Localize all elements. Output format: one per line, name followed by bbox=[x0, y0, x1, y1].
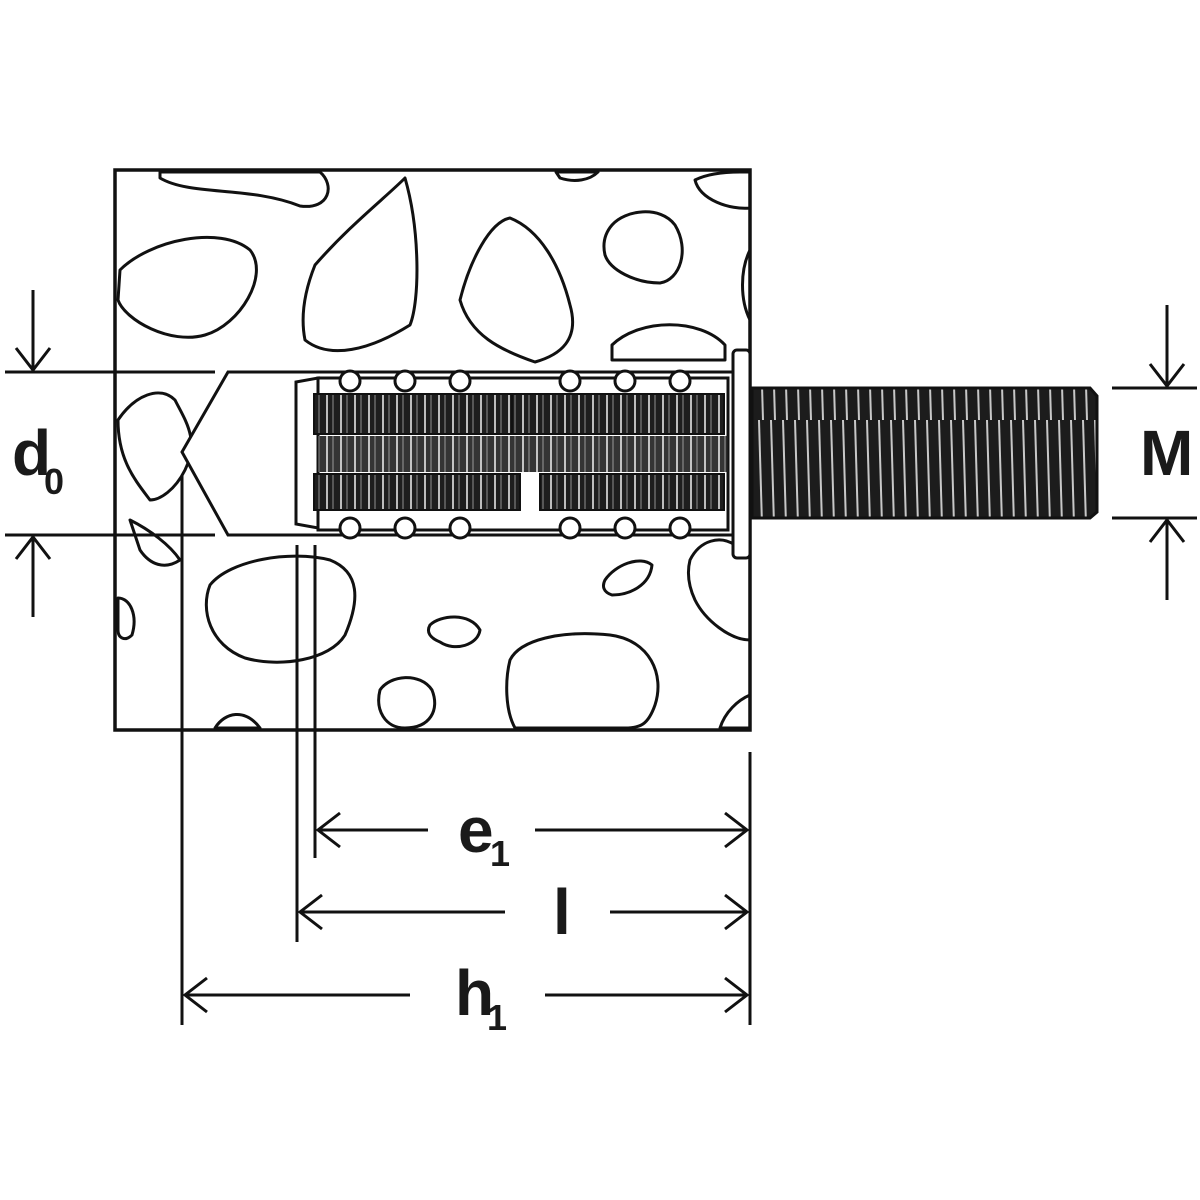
label-e1: e bbox=[458, 794, 494, 866]
anchor-washer bbox=[731, 348, 752, 560]
pebble bbox=[610, 323, 727, 362]
anchor-sleeve bbox=[294, 369, 730, 540]
pebble bbox=[158, 170, 330, 208]
dimension-d0: d 0 bbox=[5, 290, 215, 617]
pebble bbox=[602, 559, 654, 597]
label-M: M bbox=[1140, 417, 1193, 489]
pebble bbox=[377, 676, 437, 730]
pebble bbox=[458, 216, 575, 364]
pebble bbox=[505, 632, 660, 730]
sleeve-teeth-bottom bbox=[338, 516, 692, 540]
pebble bbox=[116, 596, 136, 641]
dimension-M: M bbox=[1112, 305, 1197, 600]
label-d0: d bbox=[12, 417, 51, 489]
label-e1-subscript: 1 bbox=[490, 833, 510, 874]
pebble bbox=[204, 554, 357, 664]
pebble bbox=[213, 713, 262, 730]
pebble bbox=[686, 538, 752, 642]
label-h1-subscript: 1 bbox=[487, 997, 507, 1038]
pebble bbox=[718, 693, 752, 730]
label-d0-subscript: 0 bbox=[44, 461, 64, 502]
dimension-l: l bbox=[297, 876, 750, 948]
dimension-e1: e 1 bbox=[315, 794, 750, 874]
pebble bbox=[116, 235, 258, 339]
pebble bbox=[128, 518, 182, 567]
pebble bbox=[426, 615, 482, 649]
pebble bbox=[116, 391, 193, 502]
concrete-block bbox=[113, 168, 752, 732]
pebble bbox=[301, 176, 419, 353]
pebble bbox=[554, 170, 600, 182]
pebble bbox=[602, 210, 684, 285]
sleeve-teeth-top bbox=[338, 369, 692, 393]
pebble bbox=[693, 170, 752, 210]
label-l: l bbox=[553, 876, 571, 948]
threaded-bolt bbox=[750, 386, 1099, 520]
dimension-h1: h 1 bbox=[182, 957, 750, 1038]
label-h1: h bbox=[455, 957, 494, 1029]
extension-lines bbox=[180, 475, 752, 1025]
